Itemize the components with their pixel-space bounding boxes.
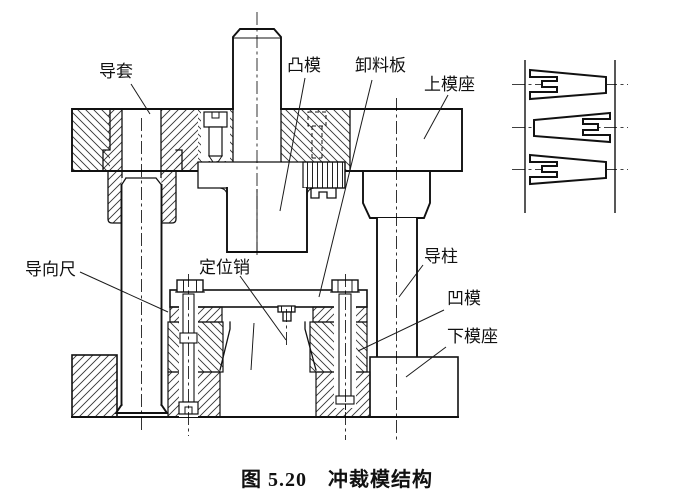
- label-die: 凹模: [447, 289, 481, 308]
- label-guide-pillar: 导柱: [424, 247, 458, 266]
- label-upper-die-holder: 上模座: [424, 75, 475, 94]
- stripper-plate-part: [169, 289, 368, 308]
- leader-lines: [79, 77, 449, 378]
- right-fastening-bolt: [330, 279, 360, 410]
- label-punch: 凸模: [287, 56, 321, 75]
- retainer-clip: [310, 187, 337, 199]
- hidden-screw: [307, 111, 327, 159]
- centerlines: [141, 12, 397, 440]
- hex-bolt-head: [176, 279, 204, 293]
- lower-die-holder-left-block: [71, 354, 118, 418]
- strip-edges: [524, 60, 616, 213]
- blank-1: [529, 68, 607, 101]
- blank-3: [529, 153, 607, 186]
- punch-body: [219, 187, 315, 253]
- label-locating-pin: 定位销: [199, 258, 250, 277]
- punch-holder-plate: [197, 161, 346, 199]
- elastic-stripper-element: [302, 161, 346, 189]
- label-lower-die-holder: 下模座: [447, 327, 498, 346]
- hex-bolt-head: [331, 279, 359, 293]
- label-guide-rule: 导向尺: [25, 260, 76, 279]
- guide-pillar-right: [376, 217, 418, 358]
- locating-pin-part: [277, 305, 296, 347]
- upper-die-holder-plate: [71, 108, 463, 224]
- figure-caption: 图 5.20 冲裁模结构: [241, 467, 433, 491]
- punch-holder-screw: [203, 111, 228, 163]
- blank-2: [533, 111, 611, 144]
- part-labels: 导套 凸模 卸料板 上模座 导向尺 定位销 导柱 凹模 下模座: [25, 56, 498, 346]
- strip-layout-detail: [512, 60, 628, 213]
- label-guide-sleeve: 导套: [99, 62, 133, 81]
- lower-die-holder-right: [369, 356, 459, 418]
- label-stripper-plate: 卸料板: [355, 56, 406, 75]
